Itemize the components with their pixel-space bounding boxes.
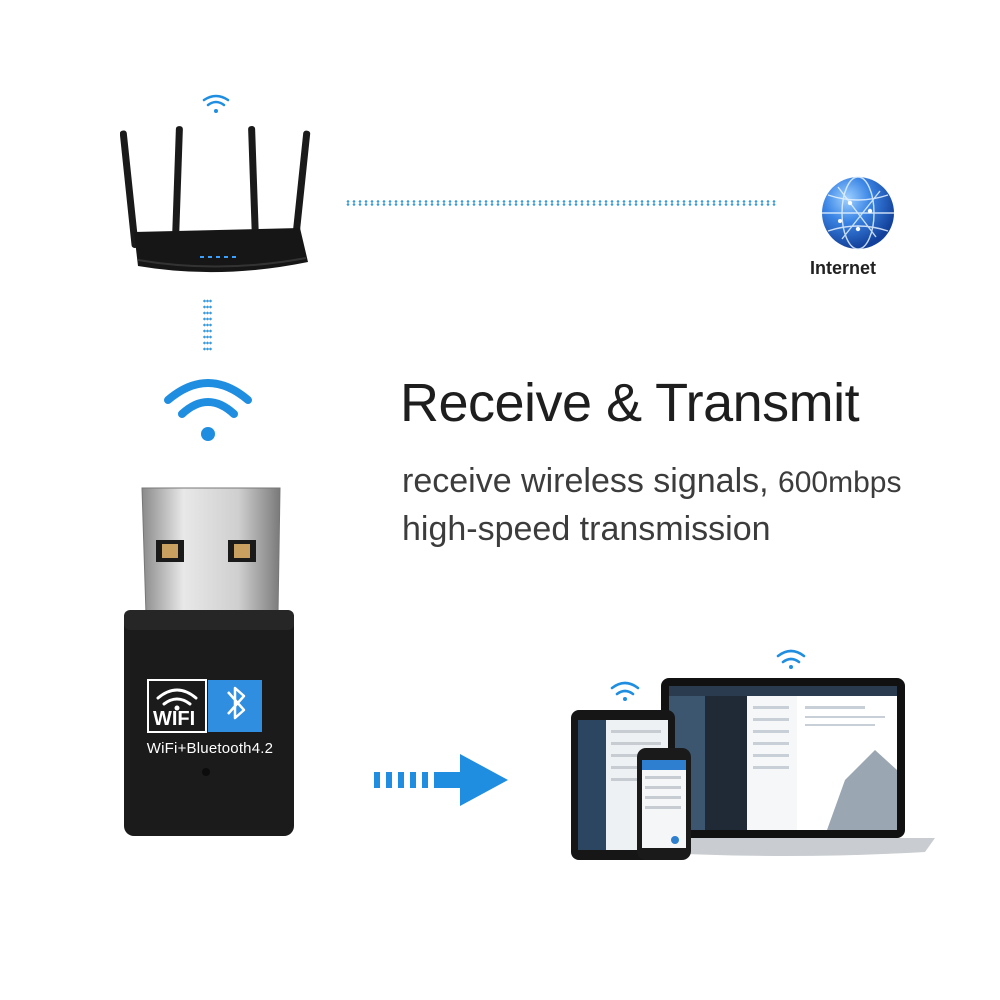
router-internet-connection-line bbox=[345, 200, 777, 206]
globe-icon bbox=[822, 176, 894, 250]
arrow-right-icon bbox=[374, 754, 508, 806]
laptop-wifi-icon bbox=[776, 649, 806, 664]
router-wifi-icon bbox=[202, 94, 230, 113]
wifi-badge-text: WIFI bbox=[153, 708, 196, 730]
usb-dongle-illustration bbox=[124, 487, 294, 836]
usb-dongle: WIFI WiFi+Bluetooth4.2 bbox=[120, 482, 300, 842]
speed-value: 600mbps bbox=[778, 466, 902, 499]
tablet-wifi-icon bbox=[610, 681, 640, 696]
feature-line-1-text: receive wireless signals, bbox=[402, 462, 769, 500]
wifi-icon bbox=[164, 379, 252, 441]
page-title: Receive & Transmit bbox=[400, 373, 860, 433]
feature-line-1: receive wireless signals, 600mbps bbox=[402, 458, 901, 506]
dongle-label: WiFi+Bluetooth4.2 bbox=[146, 740, 274, 757]
router-illustration bbox=[120, 94, 311, 273]
connected-devices-illustration bbox=[571, 649, 935, 860]
feature-description: receive wireless signals, 600mbps high-s… bbox=[402, 458, 901, 552]
feature-line-2: high-speed transmission bbox=[402, 510, 771, 548]
router-dongle-connection-line bbox=[203, 298, 212, 352]
internet-label: Internet bbox=[810, 258, 877, 278]
